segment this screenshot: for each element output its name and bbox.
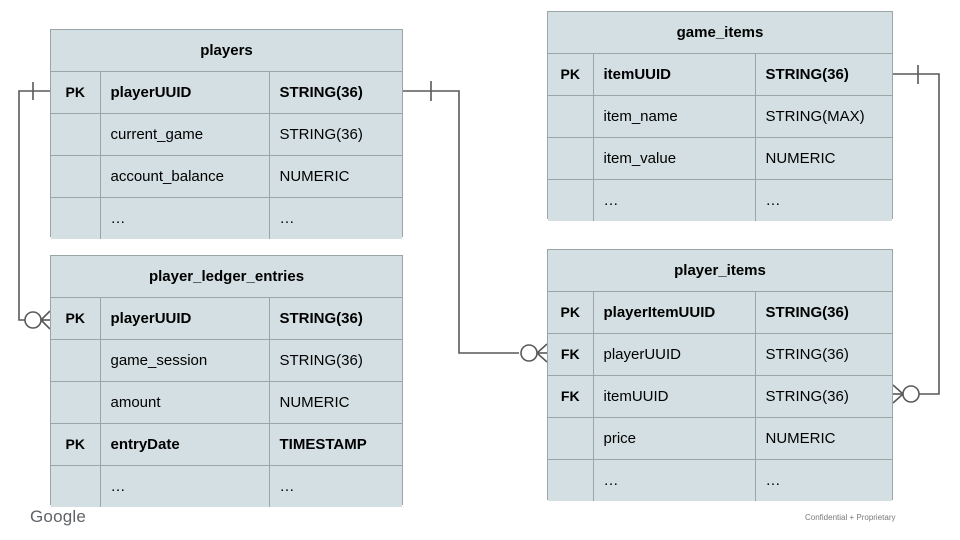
key-badge: [548, 416, 594, 460]
attribute-name: playerUUID: [592, 332, 756, 376]
key-badge: FK: [548, 374, 594, 418]
entity-title-row: players: [51, 30, 402, 72]
attribute-type: STRING(MAX): [754, 94, 892, 138]
confidentiality-note: Confidential + Proprietary: [805, 513, 896, 522]
attribute-name: game_session: [99, 338, 270, 382]
attribute-name: itemUUID: [592, 374, 756, 418]
entity-title-row: player_ledger_entries: [51, 256, 402, 298]
attribute-name: …: [592, 178, 756, 221]
key-badge: [51, 464, 101, 507]
attribute-name: account_balance: [99, 154, 270, 198]
attribute-name: price: [592, 416, 756, 460]
attribute-name: item_value: [592, 136, 756, 180]
key-badge: PK: [51, 70, 101, 114]
key-badge: [51, 196, 101, 239]
attribute-type: NUMERIC: [754, 136, 892, 180]
key-badge: [548, 178, 594, 221]
attribute-type: …: [268, 196, 402, 239]
attribute-type: STRING(36): [268, 338, 402, 382]
attribute-type: STRING(36): [268, 112, 402, 156]
key-badge: PK: [51, 422, 101, 466]
key-badge: [51, 380, 101, 424]
key-badge: [51, 112, 101, 156]
attribute-type: STRING(36): [754, 332, 892, 376]
entity-title-row: player_items: [548, 250, 892, 292]
attribute-name: playerItemUUID: [592, 290, 756, 334]
entity-title: player_items: [548, 250, 892, 292]
entity-title: game_items: [548, 12, 892, 54]
attribute-type: NUMERIC: [268, 380, 402, 424]
connector-players-to-ledger: [18, 82, 51, 330]
attribute-name: …: [99, 196, 270, 239]
key-badge: FK: [548, 332, 594, 376]
attribute-name: playerUUID: [99, 70, 270, 114]
key-badge: PK: [51, 296, 101, 340]
key-badge: [548, 458, 594, 501]
attribute-type: STRING(36): [268, 296, 402, 340]
attribute-row[interactable]: ……: [51, 196, 402, 239]
google-logo: Google: [30, 507, 87, 526]
attribute-type: …: [268, 464, 402, 507]
attribute-name: entryDate: [99, 422, 270, 466]
entity-title-row: game_items: [548, 12, 892, 54]
attribute-type: …: [754, 178, 892, 221]
attribute-type: NUMERIC: [754, 416, 892, 460]
attribute-type: STRING(36): [268, 70, 402, 114]
attribute-name: …: [99, 464, 270, 507]
attribute-name: …: [592, 458, 756, 501]
attribute-type: TIMESTAMP: [268, 422, 402, 466]
entity-title: players: [51, 30, 402, 72]
attribute-name: playerUUID: [99, 296, 270, 340]
connector-players-to-player-items: [403, 81, 548, 363]
attribute-type: …: [754, 458, 892, 501]
attribute-type: STRING(36): [754, 290, 892, 334]
attribute-name: itemUUID: [592, 52, 756, 96]
attribute-type: NUMERIC: [268, 154, 402, 198]
key-badge: [548, 136, 594, 180]
attribute-type: STRING(36): [754, 374, 892, 418]
key-badge: PK: [548, 290, 594, 334]
connector-game-items-to-player-items: [892, 65, 940, 404]
key-badge: [51, 154, 101, 198]
attribute-row[interactable]: ……: [548, 458, 892, 501]
entity-title: player_ledger_entries: [51, 256, 402, 298]
key-badge: [51, 338, 101, 382]
attribute-type: STRING(36): [754, 52, 892, 96]
key-badge: PK: [548, 52, 594, 96]
attribute-name: item_name: [592, 94, 756, 138]
attribute-name: current_game: [99, 112, 270, 156]
key-badge: [548, 94, 594, 138]
attribute-row[interactable]: ……: [548, 178, 892, 221]
attribute-name: amount: [99, 380, 270, 424]
attribute-row[interactable]: ……: [51, 464, 402, 507]
